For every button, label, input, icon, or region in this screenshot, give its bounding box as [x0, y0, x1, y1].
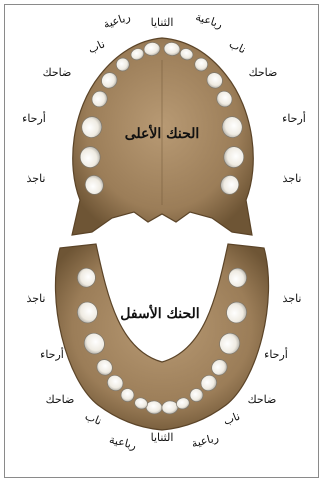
lower-label-lateral-incisor-left: رباعية [108, 433, 138, 452]
lower-label-wisdom-left: ناجذ [27, 292, 46, 305]
upper-label-molar-right: أرحاء [282, 111, 306, 125]
lower-label-canine-left: ناب [83, 410, 103, 428]
upper-label-central-incisors: الثنايا [151, 16, 174, 29]
upper-jaw-title: الحنك الأعلى [125, 124, 200, 142]
lower-label-premolar-left: ضاحك [46, 393, 75, 406]
lower-label-lateral-incisor-right: رباعية [190, 431, 220, 450]
upper-label-wisdom-right: ناجذ [283, 172, 302, 185]
upper-label-lateral-incisor-right: رباعية [194, 10, 224, 31]
lower-label-premolar-right: ضاحك [248, 393, 277, 406]
upper-label-molar-left: أرحاء [22, 111, 46, 125]
lower-label-central-incisors: الثنايا [151, 431, 174, 444]
upper-label-canine-right: ناب [227, 37, 248, 56]
lower-label-canine-right: ناب [221, 410, 241, 428]
lower-label-molar-left: أرحاء [40, 347, 64, 361]
lower-label-molar-right: أرحاء [264, 347, 288, 361]
upper-label-premolar-left: ضاحك [43, 66, 72, 79]
lower-jaw-title: الحنك الأسفل [120, 304, 199, 322]
lower-jaw [55, 244, 268, 430]
upper-label-lateral-incisor-left: رباعية [102, 10, 132, 31]
upper-label-premolar-right: ضاحك [249, 66, 278, 79]
upper-label-wisdom-left: ناجذ [27, 172, 46, 185]
upper-label-canine-left: ناب [86, 37, 107, 56]
lower-label-wisdom-right: ناجذ [283, 292, 302, 305]
